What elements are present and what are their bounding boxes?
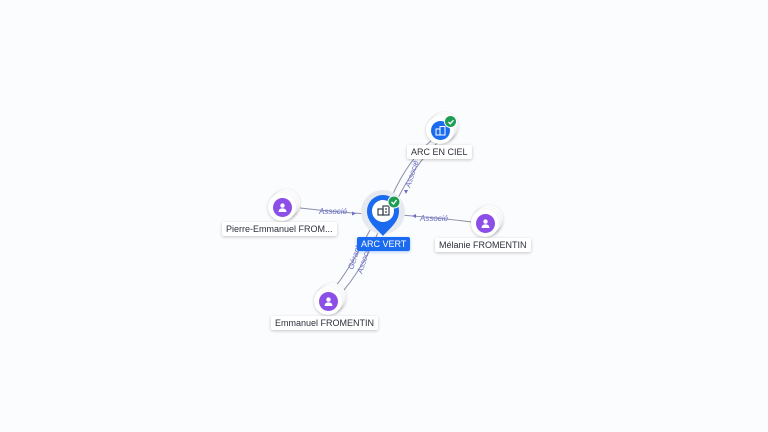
person-badge: [318, 291, 338, 311]
node-melanie[interactable]: [471, 205, 503, 239]
edge-arrow-arcenciel: [404, 190, 408, 194]
verified-badge: [444, 115, 457, 128]
person-icon: [324, 296, 332, 306]
building-icon: [377, 205, 390, 216]
node-arc-en-ciel[interactable]: [426, 112, 458, 146]
node-label-melanie[interactable]: Mélanie FROMENTIN: [435, 238, 531, 252]
edge-label-arcenciel: Associé: [403, 159, 421, 190]
building-icon: [435, 125, 445, 135]
edge-melanie-arcvert: [399, 214, 473, 223]
edge-label-pierre: Associé: [318, 207, 348, 216]
edge-arrow-melanie: [412, 214, 416, 218]
person-badge: [272, 197, 292, 217]
check-icon: [391, 199, 398, 205]
edge-arcenciel-arcvert-a: [391, 139, 433, 197]
edge-emmanuel-arcvert-a: [335, 225, 373, 287]
node-pierre-emmanuel[interactable]: [268, 189, 300, 223]
edge-emmanuel-arcvert-b: [343, 227, 381, 291]
node-label-emmanuel[interactable]: Emmanuel FROMENTIN: [271, 316, 379, 330]
edge-arrow-pierre: [352, 211, 356, 216]
node-label-arc-vert[interactable]: ARC VERT: [357, 237, 411, 251]
node-label-pierre-emmanuel[interactable]: Pierre-Emmanuel FROM...: [222, 222, 337, 236]
person-badge: [475, 213, 495, 233]
person-icon: [481, 218, 489, 228]
node-ring: [268, 193, 296, 221]
node-label-arc-en-ciel[interactable]: ARC EN CIEL: [407, 145, 472, 159]
node-ring: [314, 287, 342, 315]
center-node[interactable]: [361, 190, 405, 236]
verified-badge: [387, 195, 401, 209]
node-ring: [471, 209, 499, 237]
node-emmanuel[interactable]: [314, 283, 346, 317]
person-icon: [278, 202, 286, 212]
edge-label-melanie: Associé: [419, 214, 449, 223]
check-icon: [447, 119, 454, 125]
node-ring: [426, 116, 454, 144]
